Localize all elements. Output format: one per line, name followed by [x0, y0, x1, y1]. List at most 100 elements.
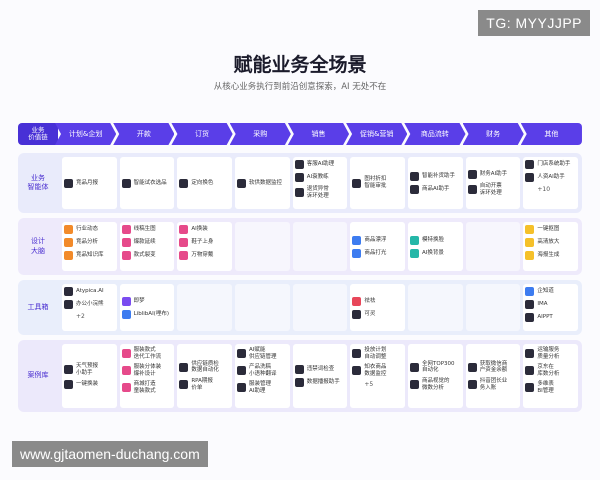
capability-item[interactable]: 数据播报助手: [294, 378, 346, 387]
capability-item[interactable]: 投放计划 自动调整: [352, 347, 403, 360]
app-icon: [525, 225, 535, 234]
more-count[interactable]: +10: [537, 186, 551, 193]
capability-item[interactable]: 海报生成: [525, 251, 576, 260]
capability-item[interactable]: 竞品月报: [64, 178, 115, 188]
capability-item[interactable]: 万物穿戴: [179, 251, 230, 260]
capability-item[interactable]: 企知道: [525, 287, 576, 296]
capability-item[interactable]: 一键换装: [64, 380, 115, 390]
capability-item[interactable]: 退货异常 诉环处理: [294, 186, 346, 199]
capability-item[interactable]: 全网TOP300 自动化: [410, 361, 461, 374]
capability-item[interactable]: 门店系统助手: [525, 160, 576, 169]
capability-item[interactable]: 服装分体装 爆补设计: [121, 364, 173, 377]
capability-item[interactable]: 线稿生图: [121, 225, 173, 234]
app-icon: [64, 251, 73, 260]
capability-item[interactable]: 定向换色: [179, 178, 230, 188]
capability-item[interactable]: 商品漂浮: [352, 235, 403, 245]
stage-cell: 天气预报 小助手一键换装: [62, 344, 117, 408]
more-count[interactable]: +5: [364, 381, 374, 389]
app-icon: [525, 300, 535, 309]
capability-item[interactable]: 鞋子上身: [179, 238, 230, 247]
capability-item[interactable]: AI换装: [179, 225, 230, 234]
capability-item[interactable]: 图衬折扣 智能审批: [352, 176, 403, 189]
capability-label: LiblibAI(哩布): [133, 310, 169, 317]
app-icon: [294, 173, 304, 182]
capability-item[interactable]: 智能补货助手: [410, 172, 461, 181]
capability-label: 抖音团长业 务入账: [479, 378, 508, 391]
app-icon: [237, 349, 247, 359]
capability-item[interactable]: 模特换脸: [410, 235, 461, 245]
capability-item[interactable]: 天气预报 小助手: [64, 363, 115, 376]
capability-item[interactable]: 祛祛: [352, 296, 403, 306]
capability-label: 财务AI助手: [479, 171, 508, 178]
capability-item[interactable]: 商品视觉的 微数分析: [410, 378, 461, 391]
capability-label: AI换背景: [422, 249, 444, 256]
capability-item[interactable]: 爆款延续: [121, 238, 173, 247]
capability-item[interactable]: AIPPT: [525, 313, 576, 322]
app-icon: [64, 365, 73, 374]
capability-item[interactable]: AI换背景: [410, 248, 461, 258]
capability-item[interactable]: 可灵: [352, 309, 403, 319]
stage-cell: 全网TOP300 自动化商品视觉的 微数分析: [408, 344, 463, 408]
app-icon: [64, 380, 73, 390]
capability-item[interactable]: 违禁词检查: [294, 365, 346, 374]
value-chain-bar: 业务 价值链 计划&企划 开款 订货 采购 销售 促销&营销 商品流转 财务 其…: [18, 123, 582, 145]
stage-cell: 线稿生图爆款延续款式裂变: [119, 222, 175, 271]
capability-item[interactable]: 产品洗稿 小语种翻译: [237, 364, 288, 377]
capability-label: RPA期报 价单: [191, 378, 213, 391]
capability-item[interactable]: 商城打造 童装款式: [121, 381, 173, 394]
capability-item[interactable]: 款式裂变: [121, 251, 173, 260]
capability-item[interactable]: 竞品分析: [64, 238, 115, 247]
capability-item[interactable]: 多维表 BI管理: [525, 381, 576, 394]
stage-circulation: 商品流转: [404, 123, 465, 145]
capability-item[interactable]: Atypica.AI: [64, 287, 115, 296]
capability-item[interactable]: 人资AI助手: [525, 173, 576, 182]
capability-item[interactable]: 行业动态: [64, 225, 115, 234]
capability-label: AI衰教练: [306, 174, 329, 181]
app-icon: [121, 296, 131, 306]
capability-item[interactable]: 知衣商品 数据监控: [352, 364, 403, 377]
capability-item[interactable]: 财务AI助手: [467, 169, 519, 179]
row-label: 设计 大脑: [31, 237, 45, 255]
capability-label: AI赋能 供应链管理: [249, 347, 277, 360]
capability-item[interactable]: 客服AI助理: [294, 160, 346, 169]
row-cells: 行业动态竞品分析竞品知识库 线稿生图爆款延续款式裂变 AI换装鞋子上身万物穿戴 商品漂…: [62, 222, 579, 271]
capability-label: 即梦: [133, 297, 145, 304]
capability-item[interactable]: 一键抠图: [525, 225, 576, 234]
capability-item[interactable]: IMA: [525, 300, 576, 309]
app-icon: [64, 287, 73, 296]
capability-item[interactable]: LiblibAI(哩布): [121, 309, 173, 319]
capability-item[interactable]: 服装管理 AI助理: [237, 381, 288, 394]
capability-label: 知衣商品 数据监控: [364, 364, 387, 377]
app-icon: [237, 178, 247, 188]
capability-item[interactable]: AI衰教练: [294, 173, 346, 182]
capability-item[interactable]: 竞品知识库: [64, 251, 115, 260]
capability-item[interactable]: 智能试衣选品: [121, 178, 173, 188]
capability-label: 投放计划 自动调整: [364, 347, 387, 360]
capability-label: 竞品知识库: [76, 252, 104, 259]
value-chain-label: 业务 价值链: [18, 123, 58, 145]
app-icon: [121, 383, 131, 393]
stage-cell: [292, 222, 348, 271]
app-icon: [179, 251, 189, 260]
app-icon: [467, 362, 477, 372]
capability-item[interactable]: 供应链质检 数据自动化: [179, 361, 230, 374]
capability-item[interactable]: 运输服务 质量分析: [525, 347, 576, 360]
capability-label: 服装款式 迭代工作流: [133, 347, 162, 360]
capability-item[interactable]: 商品打光: [352, 248, 403, 258]
capability-item[interactable]: 商品AI助手: [410, 185, 461, 194]
app-icon: [525, 238, 535, 247]
capability-item[interactable]: 获取微信商 户资金余额: [467, 361, 519, 374]
capability-item[interactable]: 自动开票 诉环处理: [467, 183, 519, 196]
capability-item[interactable]: 即梦: [121, 296, 173, 306]
capability-item[interactable]: 办公小浣熊: [64, 300, 115, 309]
capability-item[interactable]: 软供数据监控: [237, 178, 288, 188]
app-icon: [467, 185, 477, 194]
capability-item[interactable]: 京东在 库数分析: [525, 364, 576, 377]
capability-item[interactable]: 服装款式 迭代工作流: [121, 347, 173, 360]
capability-item[interactable]: 抖音团长业 务入账: [467, 378, 519, 391]
capability-label: 一键抠图: [537, 226, 560, 233]
more-count[interactable]: +2: [76, 313, 85, 320]
capability-item[interactable]: AI赋能 供应链管理: [237, 347, 288, 360]
capability-item[interactable]: 高清放大: [525, 238, 576, 247]
capability-item[interactable]: RPA期报 价单: [179, 378, 230, 391]
